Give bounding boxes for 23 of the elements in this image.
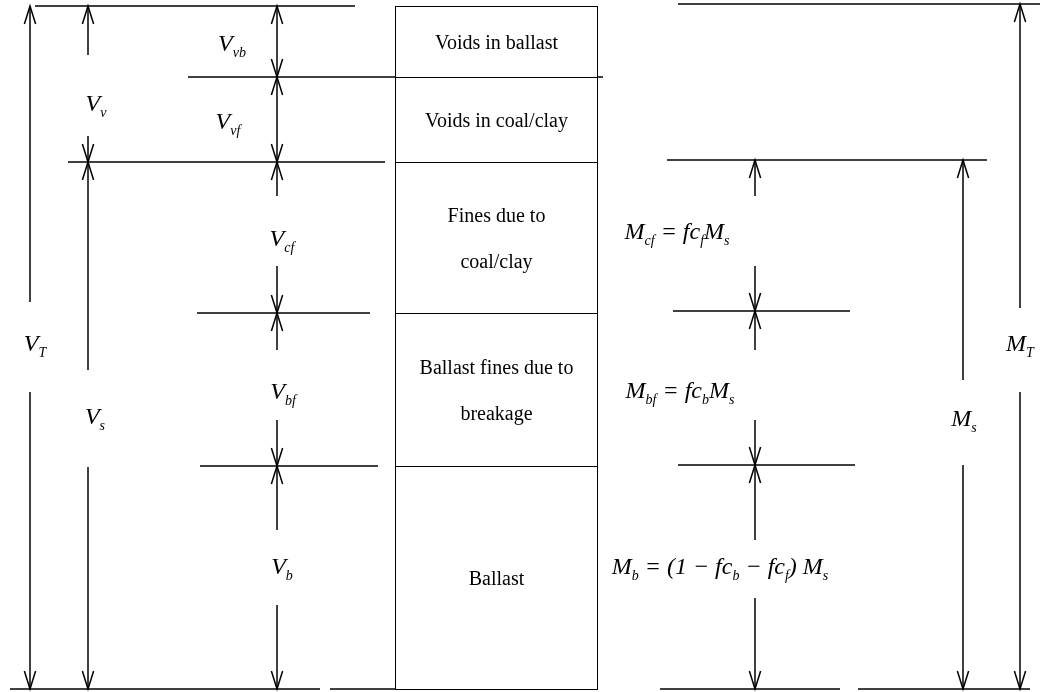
layer-box (395, 6, 598, 78)
dimension-symbol: M$_{s}$ (951, 405, 977, 435)
dimension-symbol: M$_{cf}$ = fc$_{f}$M$_{s}$ (624, 218, 730, 248)
dimension-symbol: M$_{bf}$ = fc$_{b}$M$_{s}$ (625, 377, 735, 407)
dimension-symbol: V$_{vb}$ (218, 30, 246, 60)
layer-box (395, 466, 598, 690)
dimension-symbol: V$_{cf}$ (269, 225, 295, 255)
layer-box (395, 162, 598, 314)
dimension-symbol: V$_{b}$ (271, 553, 293, 583)
layer-box (395, 313, 598, 467)
layer-label: Ballast fines due to breakage (418, 355, 575, 427)
dimension-symbol: V$_{bf}$ (270, 378, 296, 408)
dimension-symbol: V$_{v}$ (85, 90, 107, 120)
layer-label: Voids in ballast (434, 30, 559, 55)
layer-label: Voids in coal/clay (424, 108, 569, 134)
dimension-symbol: M$_{b}$ = (1 − fc$_{b}$ − fc$_{f}$) M$_{s}$ (611, 553, 829, 583)
layer-box (395, 77, 598, 163)
layer-label: Fines due to coal/clay (446, 203, 547, 275)
layer-label: Ballast (467, 566, 526, 591)
dimension-symbol: V$_{vf}$ (215, 108, 241, 138)
dimension-symbol: M$_{T}$ (1006, 330, 1034, 360)
dimension-symbol: V$_{T}$ (23, 330, 47, 360)
dimension-symbol: V$_{s}$ (84, 403, 106, 433)
